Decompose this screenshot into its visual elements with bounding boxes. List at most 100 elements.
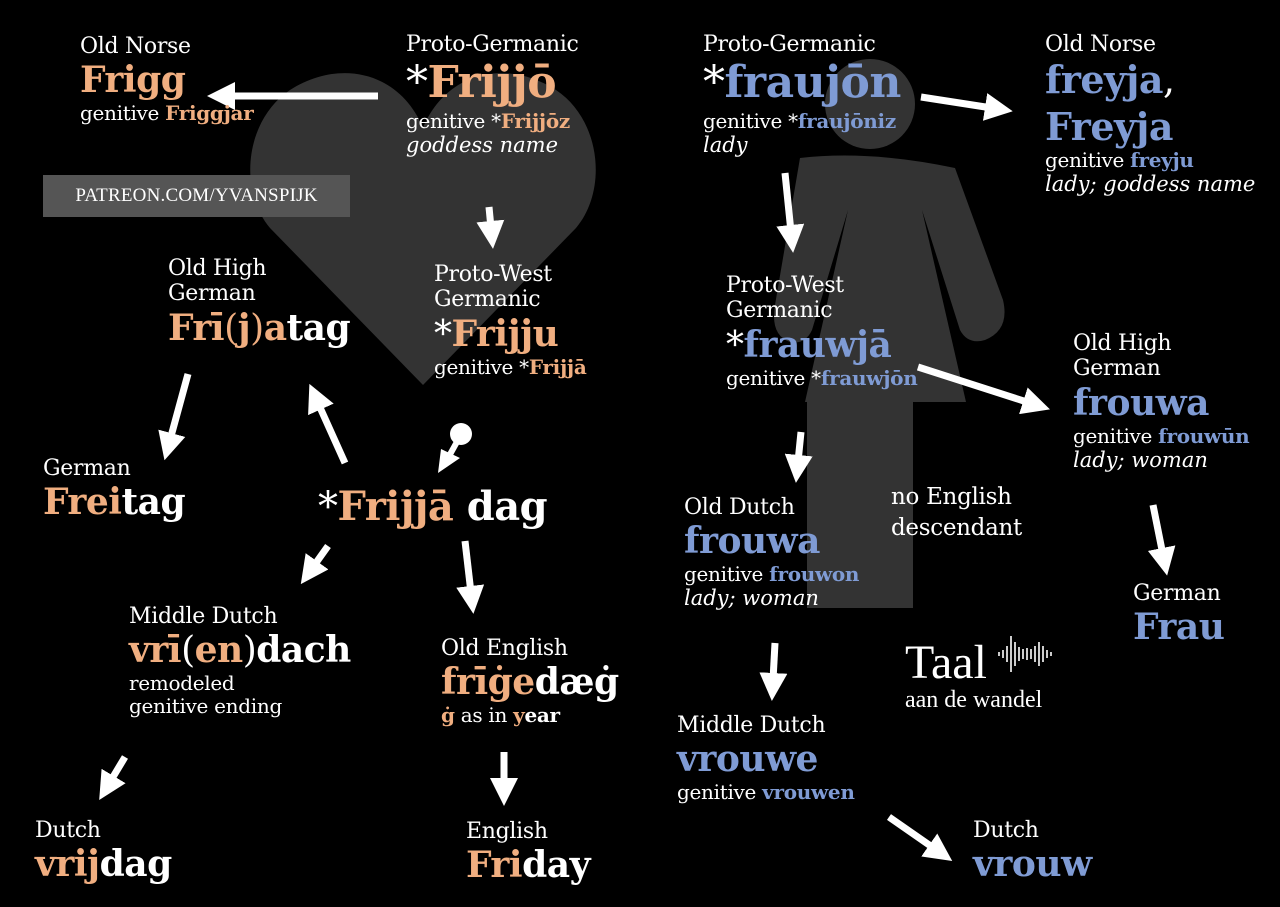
node-compound-frijja-dag: *Frijjā dag (318, 483, 548, 531)
language-label-line2: German (168, 281, 256, 307)
word-part: dag (453, 483, 548, 530)
heart-icon (250, 73, 596, 386)
logo-title: Taal (905, 636, 987, 689)
arrow-middle-dutch-to-dutch-vrouw (887, 814, 953, 861)
word-part: ) (242, 630, 257, 672)
genitive-prefix: genitive (703, 109, 789, 134)
genitive-form: vrouwen (762, 780, 855, 805)
taal-aan-de-wandel-logo: Taal aan de wandel (905, 632, 1060, 714)
arrow-genitive-to-compound (438, 423, 472, 473)
node-old-dutch-frouwa: Old Dutch frouwa genitive frouwon lady; … (684, 495, 859, 611)
genitive-prefix: genitive (1073, 423, 1159, 448)
genitive-line: genitive vrouwen (677, 781, 855, 804)
arrow-ohg-to-german (158, 373, 192, 461)
word-part: vrij (35, 843, 100, 886)
arrow-old-dutch-to-middle-dutch (759, 642, 788, 701)
note-line2: genitive ending (129, 694, 282, 719)
word: vrouw (973, 843, 1092, 886)
note-part: ear (524, 703, 560, 728)
word: *frauwjā (726, 324, 917, 367)
arrow-frijjo-to-frijju (476, 206, 505, 249)
node-old-norse-freyja: Old Norse freyja, Freyja genitive freyju… (1045, 32, 1255, 197)
word-form: Frijju (451, 312, 559, 355)
genitive-prefix: genitive (684, 562, 770, 587)
language-label-line1: Proto-West (726, 273, 844, 298)
word: Frau (1133, 606, 1225, 649)
word-part: ) (250, 307, 264, 349)
gloss: lady; woman (1073, 447, 1208, 472)
node-proto-germanic-fraujon: Proto-Germanic *fraujōn genitive *fraujō… (703, 32, 901, 157)
language-label: Middle Dutch (677, 713, 826, 738)
word-part: Frijjā (337, 483, 454, 530)
arrow-frauwja-to-ohg (916, 363, 1050, 415)
word: *fraujōn (703, 57, 901, 110)
arrow-fraujon-to-frauwja (776, 172, 805, 253)
node-old-norse-frigg: Old Norse Frigg genitive Friggjar (80, 34, 254, 126)
word: vrouwe (677, 738, 818, 781)
language-label-line1: Old High (168, 256, 267, 281)
node-no-english-descendant: no English descendant (891, 482, 1022, 544)
genitive-form: frouwūn (1158, 423, 1250, 448)
woman-figure-icon (774, 59, 1005, 608)
word: *Frijjō (406, 57, 579, 110)
node-proto-west-germanic-frijju: Proto-West Germanic *Frijju genitive *Fr… (434, 262, 587, 379)
arrow-compound-to-middle-dutch (300, 543, 331, 585)
node-dutch-vrijdag: Dutch vrijdag (35, 818, 172, 886)
node-german-frau: German Frau (1133, 581, 1225, 649)
node-old-high-german-frouwa: Old High German frouwa genitive frouwūn … (1073, 331, 1250, 472)
genitive-form: fraujōniz (797, 109, 896, 134)
gloss: lady; goddess name (1045, 172, 1256, 197)
language-label-line2: Germanic (726, 298, 833, 324)
reconstruction-star: * (519, 354, 529, 379)
reconstruction-star: * (406, 57, 428, 109)
gloss: goddess name (406, 133, 559, 158)
language-label: Old Dutch (684, 495, 795, 520)
genitive-line: genitive frouwon (684, 563, 859, 586)
word-line1: freyja, (1045, 57, 1255, 104)
word-part: tag (121, 481, 186, 524)
word-form: frauwjā (743, 323, 892, 366)
note-line2: descendant (891, 515, 1022, 542)
word: Frī(j)atag (168, 306, 351, 350)
word-part: dæġ (534, 661, 619, 704)
genitive-form: frauwjōn (820, 365, 918, 390)
separator: , (1163, 58, 1175, 103)
genitive-line: genitive frouwūn (1073, 423, 1250, 448)
word: vrijdag (35, 843, 172, 886)
gloss: lady; woman (684, 586, 819, 611)
reconstruction-star: * (491, 109, 501, 134)
language-label: Old Norse (80, 34, 191, 59)
genitive-form: frouwon (769, 562, 860, 587)
arrow-compound-to-old-english (456, 540, 485, 614)
genitive-line: genitive Friggjar (80, 101, 254, 126)
genitive-prefix: genitive (80, 101, 166, 126)
genitive-line: genitive *Frijjā (434, 354, 587, 379)
language-label-line1: Proto-West (434, 262, 552, 287)
genitive-prefix: genitive (434, 354, 520, 379)
node-old-high-german-frijatag: Old High German Frī(j)atag (168, 256, 351, 350)
node-middle-dutch-vrouwe: Middle Dutch vrouwe genitive vrouwen (677, 713, 855, 804)
word: *Frijjā dag (318, 483, 548, 531)
word-part: j (237, 306, 251, 349)
node-proto-germanic-frijjo: Proto-Germanic *Frijjō genitive *Frijjōz… (406, 32, 579, 157)
word-part: ( (181, 630, 195, 672)
language-label-line1: Old High (1073, 331, 1172, 356)
genitive-line: genitive *fraujōniz (703, 110, 901, 133)
patreon-watermark: PATREON.COM/YVANSPIJK (43, 175, 350, 217)
word-part: Frei (43, 481, 122, 524)
reconstruction-star: * (318, 484, 338, 530)
logo-subtitle: aan de wandel (905, 687, 1043, 713)
arrow-fraujon-to-freyja (920, 93, 1013, 121)
language-label: Proto-Germanic (703, 32, 876, 57)
language-label: English (466, 819, 548, 844)
word-line2: Freyja (1045, 103, 1173, 149)
word: Frigg (80, 59, 186, 102)
language-label: German (1133, 581, 1221, 606)
word: *Frijju (434, 313, 586, 356)
word-part: tag (286, 306, 351, 349)
word-part: Frī (168, 306, 225, 349)
genitive-line: genitive freyju (1045, 149, 1255, 172)
word-part: en (194, 629, 244, 672)
genitive-prefix: genitive (726, 365, 812, 390)
